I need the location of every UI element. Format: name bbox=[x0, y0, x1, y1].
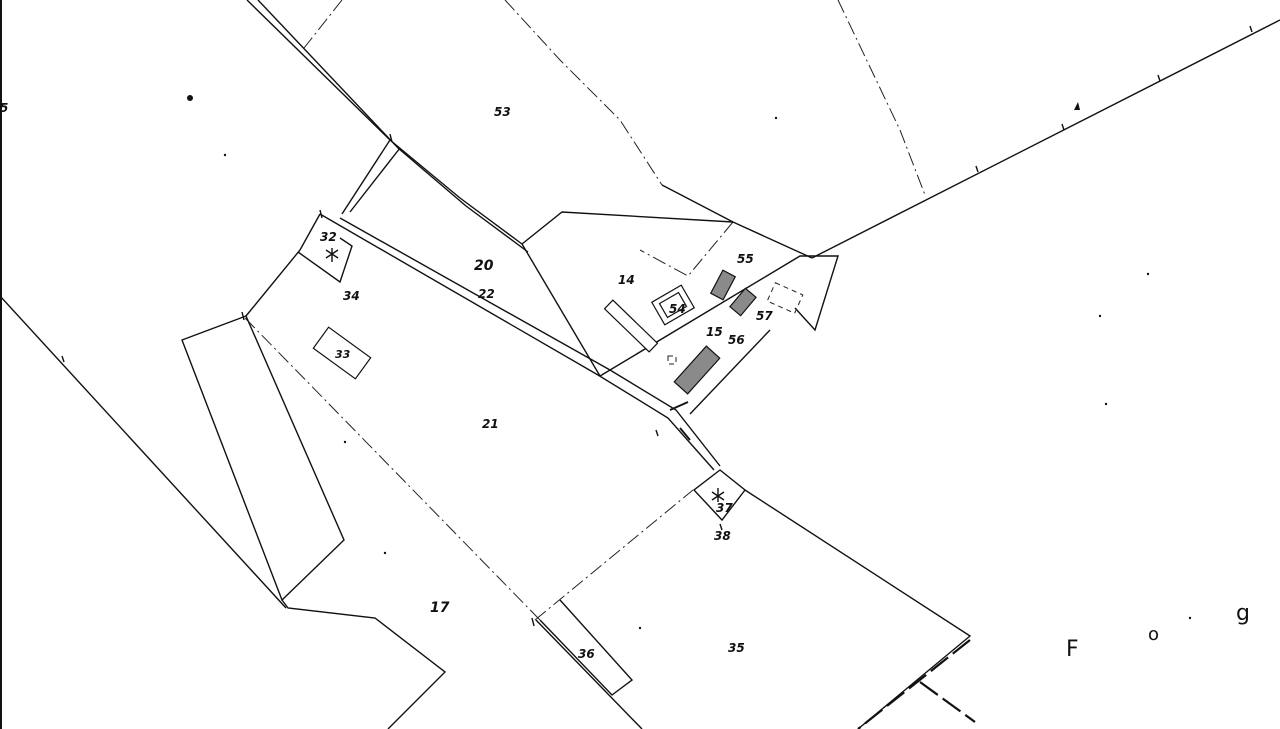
parcel-label-32: 32 bbox=[320, 230, 337, 244]
parcel-label-14: 14 bbox=[618, 273, 635, 287]
parcel-label-54: 54 bbox=[669, 302, 686, 316]
parcel-label-34: 34 bbox=[343, 289, 360, 303]
parcel-label-38: 38 bbox=[714, 529, 731, 543]
dashed-road bbox=[857, 639, 976, 729]
parcel-label-53: 53 bbox=[494, 105, 511, 119]
parcel-label-55: 55 bbox=[737, 252, 754, 266]
parcel-label-56: 56 bbox=[728, 333, 745, 347]
parcel-label-57: 57 bbox=[756, 309, 773, 323]
place-letter-2: o bbox=[1148, 624, 1159, 645]
parcel-label-37: 37 bbox=[716, 501, 733, 515]
parcel-label-21: 21 bbox=[482, 417, 499, 431]
parcel-label-15: 15 bbox=[706, 325, 723, 339]
point-marker bbox=[187, 95, 193, 101]
parcel-label-22: 22 bbox=[478, 287, 495, 301]
symbols bbox=[187, 95, 1192, 630]
building-54-inner bbox=[658, 291, 688, 319]
buildings bbox=[312, 269, 804, 395]
place-letter-1: F bbox=[1066, 637, 1079, 662]
building-14-a bbox=[603, 299, 659, 353]
outline-dashed bbox=[766, 282, 804, 314]
dashed-boundaries bbox=[244, 0, 926, 621]
edge-fragment-label: 5 bbox=[0, 101, 8, 115]
building-55 bbox=[709, 269, 737, 301]
parcel-label-17: 17 bbox=[430, 600, 450, 616]
cross-symbol-32 bbox=[325, 248, 339, 262]
building-57 bbox=[729, 287, 757, 317]
parcel-label-20: 20 bbox=[474, 258, 494, 274]
place-letter-3: g bbox=[1236, 601, 1250, 626]
road bbox=[246, 0, 721, 471]
place-name: F o g bbox=[1066, 601, 1250, 662]
parcel-label-35: 35 bbox=[728, 641, 745, 655]
outline-dashed-small bbox=[667, 355, 677, 365]
scan-edge bbox=[0, 0, 2, 729]
building-33 bbox=[312, 326, 372, 380]
parcel-label-33: 33 bbox=[335, 348, 351, 361]
boundary-ticks bbox=[61, 25, 1253, 627]
parcel-label-36: 36 bbox=[578, 647, 595, 661]
building-56 bbox=[673, 345, 721, 395]
parcel-boundaries bbox=[0, 19, 1280, 729]
landmark-icon bbox=[1074, 102, 1080, 110]
cross-symbol-37 bbox=[711, 488, 725, 502]
parcel-labels: 53 20 22 32 34 33 14 54 55 57 15 56 21 3… bbox=[0, 101, 773, 661]
